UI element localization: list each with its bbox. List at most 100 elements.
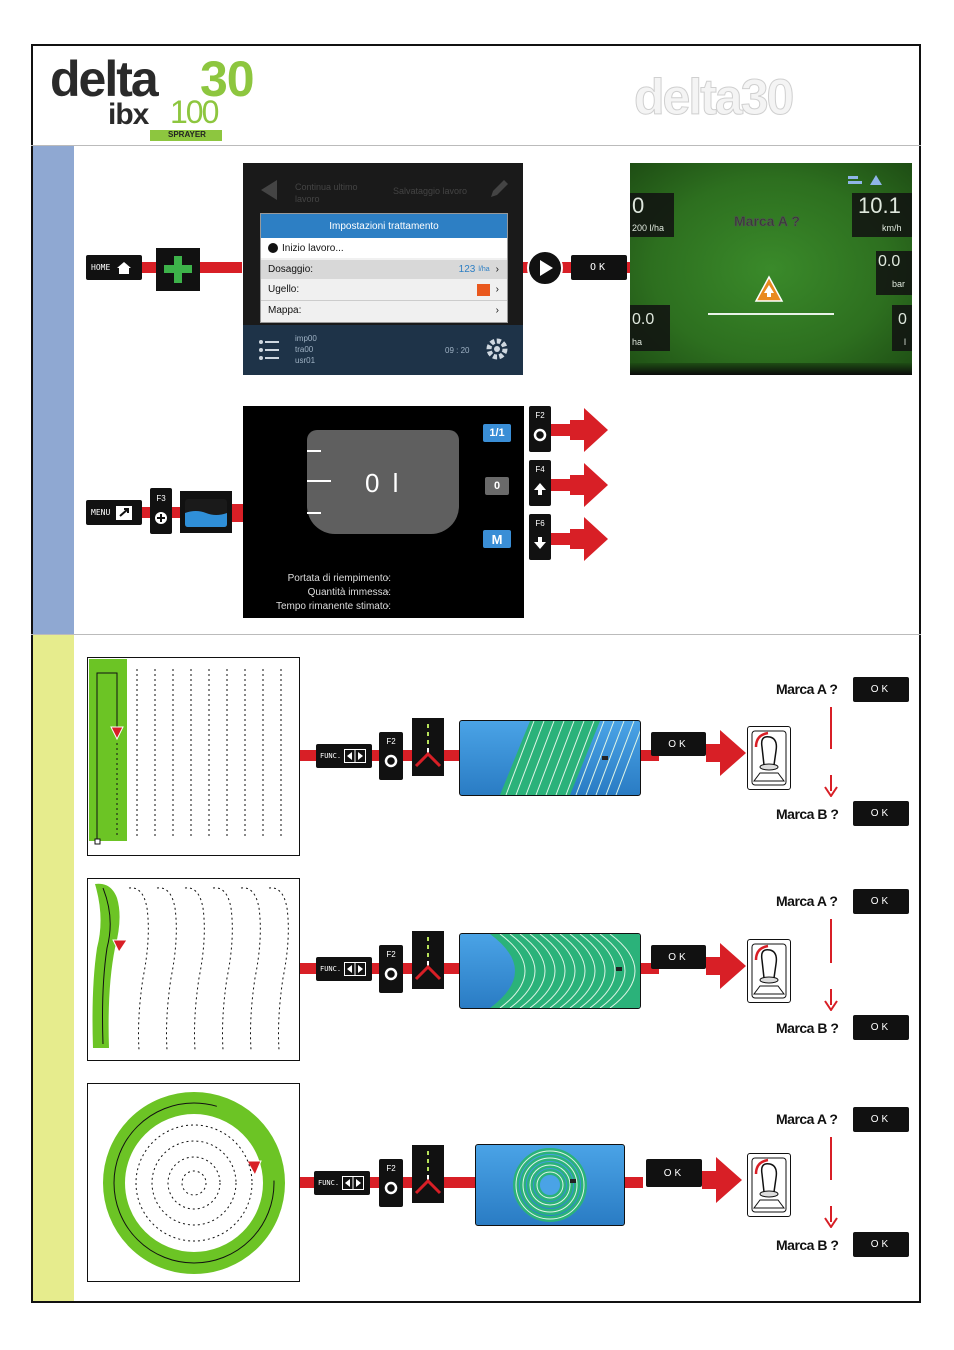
f2-label: F2 bbox=[386, 1164, 396, 1173]
ok-key[interactable]: OK bbox=[571, 255, 627, 280]
page-frame bbox=[31, 44, 921, 1303]
arrow-up-icon bbox=[534, 483, 546, 495]
plus-icon bbox=[164, 256, 192, 283]
area-unit: ha bbox=[632, 337, 643, 347]
marca-prompt: Marca A ? bbox=[734, 213, 800, 230]
refresh-icon bbox=[384, 754, 398, 768]
refresh-icon bbox=[533, 428, 547, 442]
brand-watermark: delta30 bbox=[634, 69, 795, 125]
func-key[interactable]: FUNC. bbox=[314, 1171, 370, 1195]
marca-line bbox=[830, 919, 832, 963]
save-label[interactable]: Salvataggio lavoro bbox=[393, 186, 468, 196]
brand-logo: delta 30 ibx 100 SPRAYER bbox=[50, 46, 290, 146]
continue-label[interactable]: Continua ultimo lavoro bbox=[295, 182, 358, 204]
marca-a-label: Marca A ? bbox=[776, 893, 838, 909]
guidance-mode-button[interactable] bbox=[412, 931, 444, 989]
add-job-button[interactable] bbox=[156, 248, 200, 291]
f6-key[interactable]: F6 bbox=[529, 514, 551, 560]
menu-item-nozzle[interactable]: Ugello: › bbox=[261, 280, 507, 299]
tank-fill-button[interactable] bbox=[180, 491, 232, 533]
f2-key[interactable]: F2 bbox=[379, 1159, 403, 1207]
menu-item-label: Ugello: bbox=[268, 284, 300, 295]
home-icon bbox=[117, 261, 132, 274]
joystick-button[interactable] bbox=[747, 939, 791, 1003]
func-key[interactable]: FUNC. bbox=[316, 957, 372, 981]
guidance-line bbox=[708, 313, 834, 315]
flow-bar bbox=[639, 963, 659, 974]
func-key[interactable]: FUNC. bbox=[316, 744, 372, 768]
pressure-value: 0.0 bbox=[878, 253, 901, 270]
f3-label: F3 bbox=[156, 494, 166, 503]
home-key[interactable]: HOME bbox=[86, 255, 142, 280]
footer-line: usr01 bbox=[295, 356, 316, 365]
footer-line: tra00 bbox=[295, 345, 314, 354]
model-tag: SPRAYER bbox=[168, 130, 206, 139]
f3-key[interactable]: F3 bbox=[150, 488, 172, 534]
ok-button-b[interactable]: OK bbox=[853, 1232, 909, 1257]
guidance-mode-button[interactable] bbox=[412, 1145, 444, 1203]
dialog-title: Impostazioni trattamento bbox=[261, 214, 507, 238]
gear-icon[interactable] bbox=[485, 337, 509, 361]
guidance-line-icon bbox=[414, 724, 442, 768]
arrow-down-icon bbox=[824, 989, 838, 1011]
pressure-box: 0.0 bar bbox=[876, 251, 912, 295]
f2-key[interactable]: F2 bbox=[379, 732, 403, 780]
tank-graphic: 0 l bbox=[307, 430, 459, 534]
menu-item-start[interactable]: Inizio lavoro... bbox=[261, 238, 507, 258]
dosage-unit: l/ha bbox=[478, 266, 490, 273]
menu-item-dosage[interactable]: Dosaggio: 123 l/ha › bbox=[261, 260, 507, 279]
tank-screen: 0 l 1/1 0 M Portata di riempimento: Quan… bbox=[243, 406, 524, 618]
joystick-icon bbox=[751, 1157, 787, 1213]
red-arrow-icon bbox=[702, 1157, 742, 1203]
f2-label: F2 bbox=[386, 950, 396, 959]
func-key-label: FUNC. bbox=[320, 752, 342, 760]
chevron-right-icon: › bbox=[495, 284, 499, 295]
play-button[interactable] bbox=[527, 250, 563, 286]
f4-key[interactable]: F4 bbox=[529, 460, 551, 506]
guidance-pattern bbox=[490, 934, 640, 1008]
work-screen: 0 200 l/ha 10.1 km/h Marca A ? 0.0 bar 0… bbox=[630, 163, 912, 375]
tank-value: 0 l bbox=[365, 468, 402, 498]
menu-item-label: Dosaggio: bbox=[268, 264, 314, 275]
expand-icon bbox=[116, 505, 133, 520]
area-box: 0.0 ha bbox=[630, 305, 670, 351]
joystick-button[interactable] bbox=[747, 726, 791, 790]
manual-chip[interactable]: M bbox=[483, 530, 511, 548]
speed-box: 10.1 km/h bbox=[852, 193, 912, 237]
chevron-right-icon: › bbox=[495, 264, 499, 275]
back-arrow-icon[interactable] bbox=[259, 179, 279, 201]
zero-chip[interactable]: 0 bbox=[485, 477, 509, 495]
list-icon[interactable] bbox=[259, 339, 279, 361]
f4-label: F4 bbox=[535, 465, 545, 474]
marca-b-label: Marca B ? bbox=[776, 1020, 839, 1036]
red-arrow-icon bbox=[570, 408, 608, 452]
ok-button[interactable]: OK bbox=[651, 732, 706, 756]
guidance-pattern bbox=[500, 721, 640, 795]
f2-key[interactable]: F2 bbox=[379, 945, 403, 993]
guidance-screen bbox=[475, 1144, 625, 1226]
info-label: Tempo rimanente stimato: bbox=[275, 601, 391, 612]
ok-button-a[interactable]: OK bbox=[853, 889, 909, 914]
f2-key[interactable]: F2 bbox=[529, 406, 551, 452]
ok-button-a[interactable]: OK bbox=[853, 1107, 909, 1132]
guidance-mode-button[interactable] bbox=[412, 718, 444, 776]
model-tag-bar bbox=[150, 130, 222, 141]
footer-info: imp00 tra00 usr01 bbox=[295, 333, 317, 366]
info-value: - bbox=[386, 601, 390, 612]
rate-sub: 200 l/ha bbox=[632, 223, 665, 233]
ok-button[interactable]: OK bbox=[646, 1159, 702, 1187]
volume-unit: l bbox=[904, 337, 906, 347]
menu-key-label: MENU bbox=[91, 508, 111, 517]
section-chip[interactable]: 1/1 bbox=[483, 424, 511, 442]
model-number: 100 bbox=[170, 94, 219, 130]
ok-button-b[interactable]: OK bbox=[853, 1015, 909, 1040]
menu-key[interactable]: MENU bbox=[86, 500, 142, 525]
menu-item-map[interactable]: Mappa: › bbox=[261, 300, 507, 320]
split-screen-icon bbox=[344, 749, 367, 763]
ok-button-a[interactable]: OK bbox=[853, 677, 909, 702]
ok-button-b[interactable]: OK bbox=[853, 801, 909, 826]
model-name: ibx bbox=[108, 98, 149, 131]
ok-button[interactable]: OK bbox=[651, 945, 706, 969]
pencil-icon[interactable] bbox=[487, 177, 509, 201]
joystick-button[interactable] bbox=[747, 1153, 791, 1217]
